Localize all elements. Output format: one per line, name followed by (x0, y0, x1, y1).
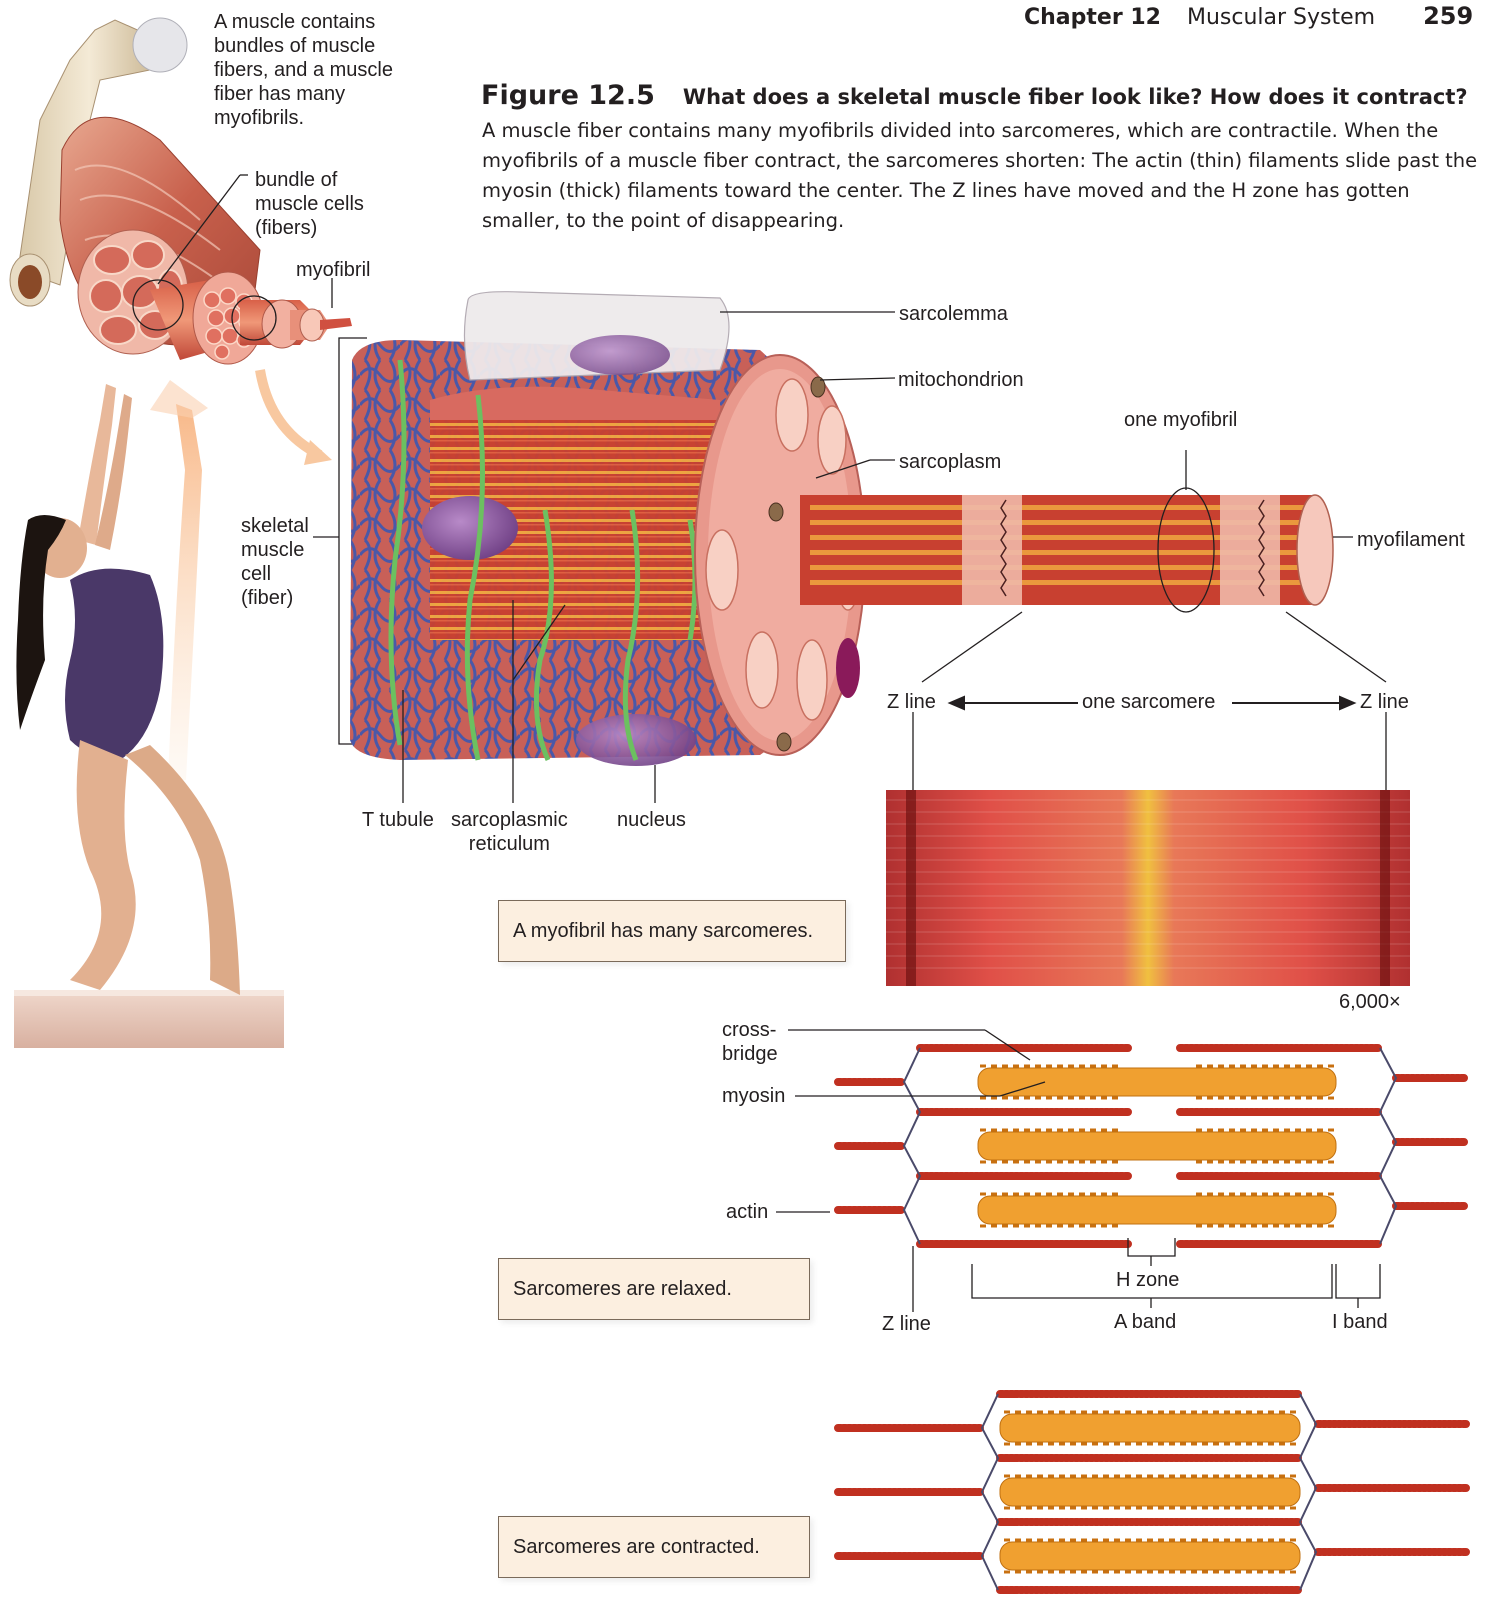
myofibril-illustration (800, 488, 1333, 612)
sarcomere-micrograph (886, 790, 1410, 986)
h-zone-label: H zone (1116, 1268, 1179, 1292)
gymnast-illustration (14, 380, 284, 1048)
sarcoplasmic-reticulum-label: sarcoplasmic reticulum (451, 808, 568, 856)
relaxed-box: Sarcomeres are relaxed. (498, 1258, 810, 1320)
i-band-label: I band (1332, 1310, 1388, 1334)
nucleus-label: nucleus (617, 808, 686, 832)
bundle-label: bundle of muscle cells (fibers) (255, 168, 364, 240)
magnification-label: 6,000× (1339, 990, 1401, 1014)
myofibril-label: myofibril (296, 258, 370, 282)
muscle-intro-label: A muscle contains bundles of muscle fibe… (214, 10, 393, 130)
t-tubule-label: T tubule (362, 808, 434, 832)
contracted-box: Sarcomeres are contracted. (498, 1516, 810, 1578)
sarcoplasm-label: sarcoplasm (899, 450, 1001, 474)
sarcolemma-label: sarcolemma (899, 302, 1008, 326)
z-line-bottom-label: Z line (882, 1312, 931, 1336)
muscle-fiber-illustration (350, 292, 865, 766)
many-sarcomeres-box: A myofibril has many sarcomeres. (498, 900, 846, 962)
one-sarcomere-label: one sarcomere (1082, 690, 1215, 714)
one-myofibril-label: one myofibril (1124, 408, 1237, 432)
actin-label: actin (726, 1200, 768, 1224)
z-line-right-label: Z line (1360, 690, 1409, 714)
cross-bridge-label: cross- bridge (722, 1018, 778, 1066)
a-band-label: A band (1114, 1310, 1176, 1334)
skeletal-cell-label: skeletal muscle cell (fiber) (241, 514, 309, 610)
myofilament-label: myofilament (1357, 528, 1465, 552)
myosin-label: myosin (722, 1084, 785, 1108)
contracted-sarcomere-diagram (838, 1394, 1466, 1590)
z-line-left-label: Z line (887, 690, 936, 714)
mitochondrion-label: mitochondrion (898, 368, 1024, 392)
